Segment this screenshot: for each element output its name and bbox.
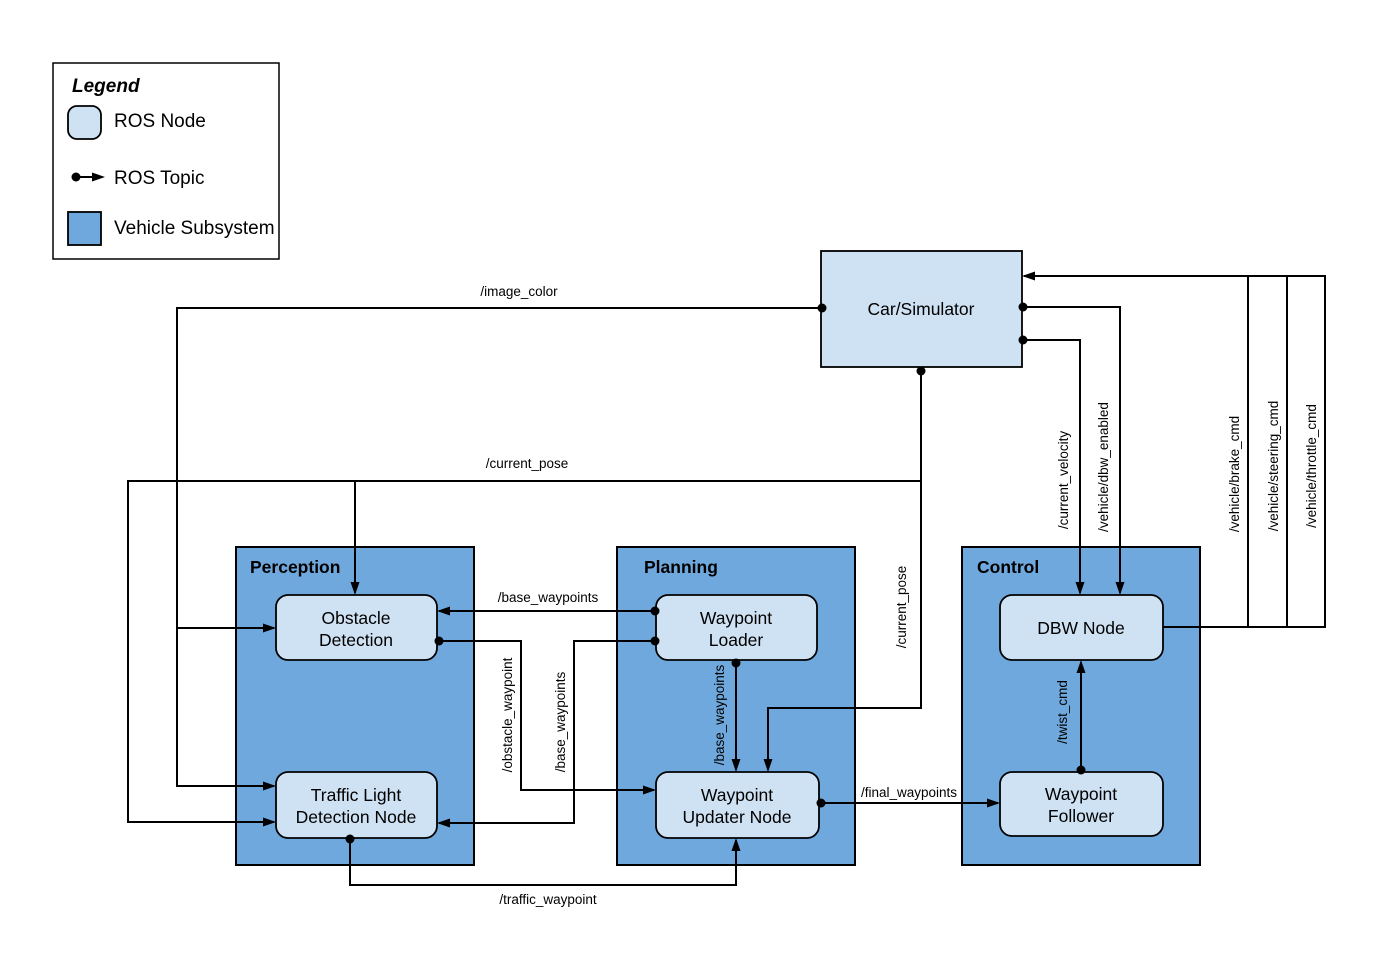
edge-vehicle-cmds-outer-line [1024,275,1326,628]
edge-label-current-velocity: /current_velocity [1056,431,1071,530]
edge-current-pose-main-line [767,372,922,770]
edge-base-waypoints-left-arrowhead [437,818,450,828]
node-traffic-light-detection-label-line2: Detection Node [296,807,417,827]
edge-traffic-waypoint: /traffic_waypoint [345,834,741,907]
edge-current-pose-origin-dot [916,366,926,376]
edge-base-waypoints-top: /base_waypoints [437,590,660,616]
edge-label-current-pose: /current_pose [486,456,569,471]
node-obstacle-detection-label-line1: Obstacle [321,608,390,628]
edge-label-throttle-cmd: /vehicle/throttle_cmd [1304,404,1319,528]
edge-dbw-enabled: /vehicle/dbw_enabled [1018,302,1125,595]
node-dbw-label: DBW Node [1037,618,1125,638]
edge-image-color-arrowhead-traffic [263,781,276,791]
edge-label-image-color: /image_color [480,284,558,299]
node-waypoint-follower: Waypoint Follower [999,771,1164,837]
edge-traffic-waypoint-origin-dot [345,834,355,844]
edge-label-base-waypoints-left: /base_waypoints [553,671,568,772]
node-waypoint-follower-box [999,771,1164,837]
edge-label-obstacle-waypoint: /obstacle_waypoint [500,657,515,772]
edge-base-waypoints-left-line [439,640,656,824]
edge-base-waypoints-left: /base_waypoints [437,636,660,828]
node-waypoint-follower-label-line1: Waypoint [1045,784,1117,804]
edge-final-waypoints-origin-dot [816,798,826,808]
node-waypoint-updater-label-line2: Updater Node [683,807,792,827]
edge-obstacle-waypoint-origin-dot [434,636,444,646]
legend-vehicle-subsystem-swatch [67,211,102,246]
edge-obstacle-waypoint-arrowhead [643,785,656,795]
edge-traffic-waypoint-arrowhead [731,838,741,851]
edge-base-waypoints-top-arrowhead [437,606,450,616]
edge-image-color-line [176,307,821,787]
edge-label-final-waypoints: /final_waypoints [861,785,957,800]
node-waypoint-updater: Waypoint Updater Node [655,771,820,839]
subsystem-perception-label: Perception [250,557,340,577]
node-dbw: DBW Node [999,594,1164,661]
node-car-simulator-box [820,250,1023,368]
node-waypoint-updater-box [655,771,820,839]
subsystem-planning-label: Planning [644,557,718,577]
edge-base-waypoints-mid-arrowhead [731,759,741,772]
node-traffic-light-detection-label-line1: Traffic Light [311,785,402,805]
edge-image-color: /image_color [176,284,827,791]
node-obstacle-detection: Obstacle Detection [275,594,438,661]
node-waypoint-loader: Waypoint Loader [655,594,818,661]
node-traffic-light-detection: Traffic Light Detection Node [275,771,438,839]
edge-current-pose-arrowhead-updater [763,759,773,772]
edge-label-current-pose-vertical: /current_pose [894,566,909,649]
edge-vehicle-cmds: /vehicle/brake_cmd /vehicle/steering_cmd… [1022,271,1326,628]
legend: Legend ROS Node ROS Topic Vehicle Subsys… [52,62,280,260]
edge-dbw-enabled-line [1022,306,1121,593]
node-obstacle-detection-label-line2: Detection [319,630,393,650]
node-waypoint-loader-label-line2: Loader [709,630,764,650]
edge-base-waypoints-mid-origin-dot [731,658,741,668]
node-waypoint-updater-label-line1: Waypoint [701,785,773,805]
edge-dbw-enabled-arrowhead [1115,582,1125,595]
edge-base-waypoints-left-origin-dot [650,636,660,646]
edge-final-waypoints-arrowhead [987,798,1000,808]
edge-current-velocity-origin-dot [1018,335,1028,345]
edge-traffic-waypoint-line [349,840,737,886]
edge-current-pose-left-line [127,480,921,823]
legend-ros-topic-label: ROS Topic [114,168,204,189]
legend-ros-topic-arrowhead [92,172,105,182]
edge-twist-cmd: /twist_cmd [1055,660,1086,775]
edge-base-waypoints-top-origin-dot [650,606,660,616]
node-waypoint-loader-label-line1: Waypoint [700,608,772,628]
edge-label-brake-cmd: /vehicle/brake_cmd [1227,416,1242,532]
edge-dbw-enabled-origin-dot [1018,302,1028,312]
edge-image-color-origin-dot [817,303,827,313]
node-car-simulator: Car/Simulator [820,250,1023,368]
edge-label-base-waypoints-top: /base_waypoints [498,590,599,605]
edge-current-pose: /current_pose /current_pose [127,366,926,827]
edge-final-waypoints: /final_waypoints [816,785,1000,808]
legend-ros-topic-dot [71,172,81,182]
edge-label-dbw-enabled: /vehicle/dbw_enabled [1096,402,1111,532]
edge-current-pose-arrowhead-obstacle [350,582,360,595]
edge-label-twist-cmd: /twist_cmd [1055,680,1070,744]
edge-current-pose-arrowhead-traffic [263,817,276,827]
edge-current-velocity: /current_velocity [1018,335,1085,595]
subsystem-control-label: Control [977,557,1039,577]
edge-vehicle-cmds-arrowhead [1022,271,1035,281]
node-waypoint-follower-label-line2: Follower [1048,806,1114,826]
edge-current-velocity-arrowhead [1075,582,1085,595]
node-obstacle-detection-box [275,594,438,661]
edge-label-traffic-waypoint: /traffic_waypoint [499,892,597,907]
edge-label-steering-cmd: /vehicle/steering_cmd [1266,401,1281,532]
legend-vehicle-subsystem-label: Vehicle Subsystem [114,218,275,239]
legend-title: Legend [72,76,140,97]
node-traffic-light-detection-box [275,771,438,839]
edge-obstacle-waypoint-line [437,640,654,791]
node-car-simulator-label: Car/Simulator [868,299,975,319]
edge-current-velocity-line [1022,339,1081,593]
edge-label-base-waypoints-mid: /base_waypoints [712,664,727,765]
edge-base-waypoints-mid: /base_waypoints [712,658,741,772]
legend-ros-topic-glyph [71,172,105,182]
edge-obstacle-waypoint: /obstacle_waypoint [434,636,656,795]
edge-twist-cmd-origin-dot [1076,765,1086,775]
legend-ros-node-swatch [67,105,102,140]
edge-image-color-arrowhead-obstacle [263,623,276,633]
legend-ros-node-label: ROS Node [114,111,206,132]
edge-twist-cmd-arrowhead [1076,660,1086,673]
